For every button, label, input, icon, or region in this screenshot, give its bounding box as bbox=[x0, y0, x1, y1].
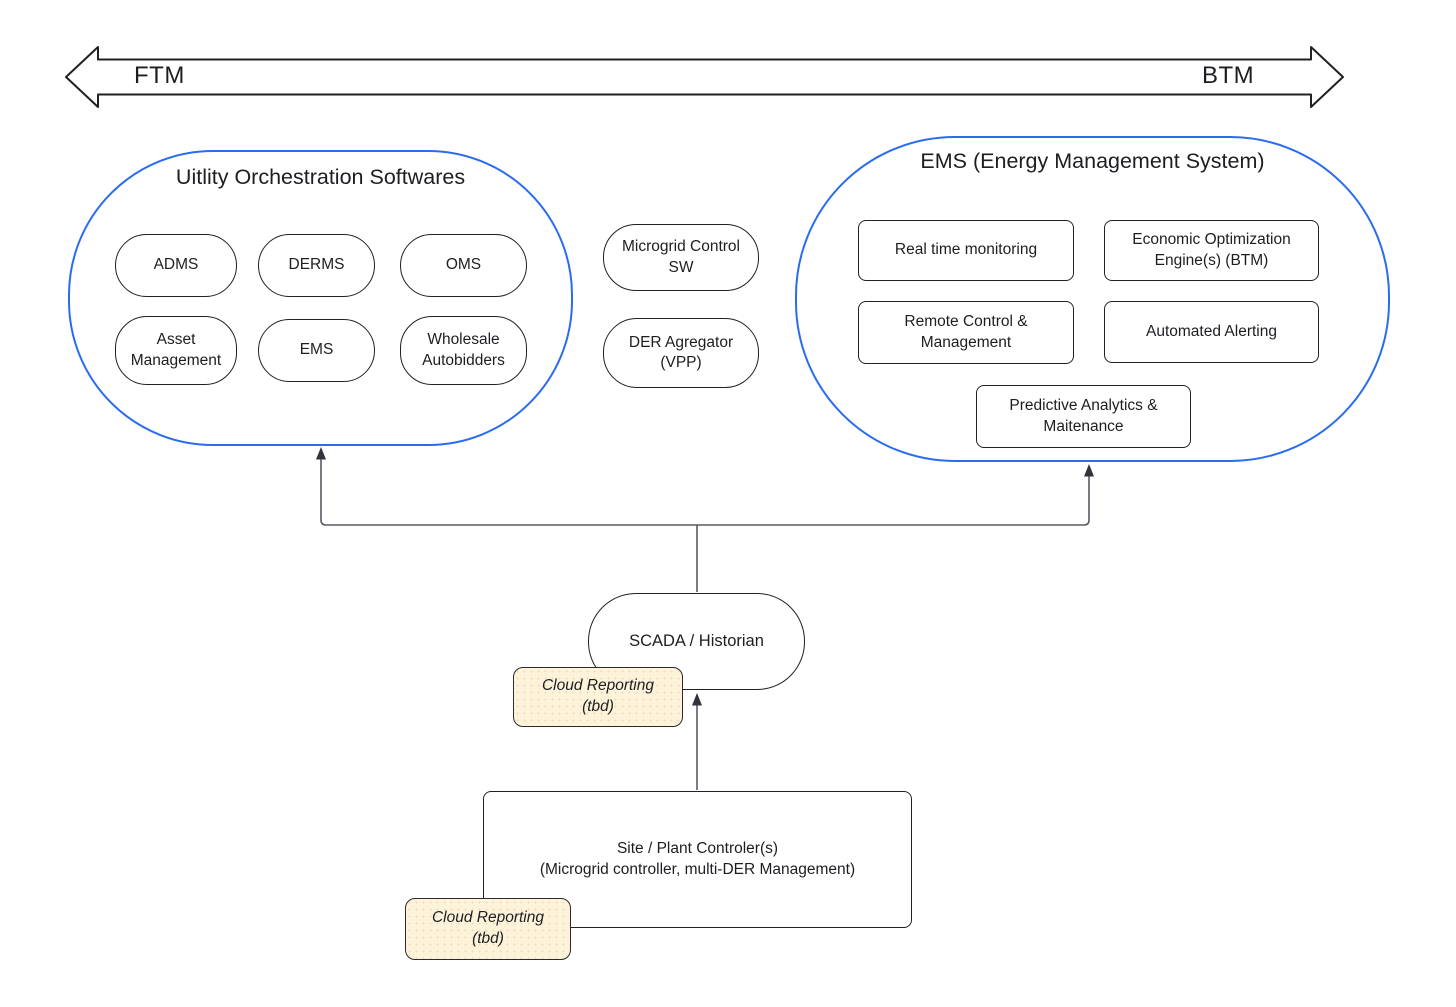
utility-orchestration-group: Uitlity Orchestration Softwares ADMS DER… bbox=[68, 150, 573, 446]
ems-group: EMS (Energy Management System) Real time… bbox=[795, 136, 1390, 462]
cloud-reporting-badge-scada: Cloud Reporting (tbd) bbox=[513, 667, 683, 727]
node-economic-optimization-engine: Economic Optimization Engine(s) (BTM) bbox=[1104, 220, 1319, 281]
node-ems: EMS bbox=[258, 319, 375, 382]
node-real-time-monitoring: Real time monitoring bbox=[858, 220, 1074, 281]
site-controller-subtitle: (Microgrid controller, multi-DER Managem… bbox=[539, 860, 856, 878]
cloud-reporting-tbd: (tbd) bbox=[472, 930, 504, 947]
btm-label: BTM bbox=[1202, 62, 1255, 89]
node-oms: OMS bbox=[400, 234, 527, 297]
node-wholesale-autobidders: Wholesale Autobidders bbox=[400, 316, 527, 385]
node-microgrid-control-sw: Microgrid Control SW bbox=[603, 224, 759, 291]
node-derms: DERMS bbox=[258, 234, 375, 297]
site-controller-title: Site / Plant Controler(s) bbox=[616, 840, 779, 858]
node-asset-management: Asset Management bbox=[115, 316, 237, 385]
utility-group-title: Uitlity Orchestration Softwares bbox=[175, 165, 466, 189]
node-automated-alerting: Automated Alerting bbox=[1104, 301, 1319, 363]
ems-group-title: EMS (Energy Management System) bbox=[920, 149, 1265, 173]
node-der-aggregator-vpp: DER Agregator (VPP) bbox=[603, 318, 759, 388]
cloud-reporting-label: Cloud Reporting bbox=[541, 677, 654, 695]
arrowhead-scada bbox=[692, 693, 702, 706]
node-predictive-analytics-maintenance: Predictive Analytics & Maitenance bbox=[976, 385, 1191, 448]
node-adms: ADMS bbox=[115, 234, 237, 297]
cloud-reporting-badge-site: Cloud Reporting (tbd) bbox=[405, 898, 571, 960]
arrowhead-right-group bbox=[1084, 464, 1094, 477]
ftm-label: FTM bbox=[134, 62, 185, 89]
node-remote-control-management: Remote Control & Management bbox=[858, 301, 1074, 364]
cloud-reporting-label: Cloud Reporting bbox=[431, 909, 544, 927]
ftm-btm-scale-arrow bbox=[65, 46, 1344, 108]
cloud-reporting-tbd: (tbd) bbox=[582, 698, 614, 715]
branch-connector bbox=[320, 456, 1090, 526]
node-scada-historian: SCADA / Historian bbox=[588, 593, 805, 690]
arrowhead-left-group bbox=[316, 447, 326, 460]
